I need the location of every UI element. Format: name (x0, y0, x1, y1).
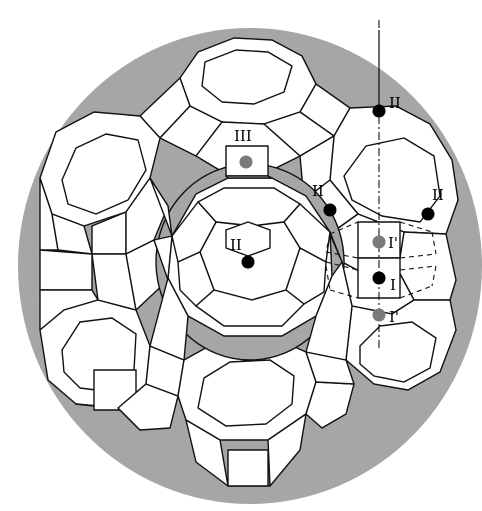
label-site-I-prime-lower: I' (389, 308, 399, 326)
label-site-I-prime-upper: I' (388, 234, 398, 252)
label-site-II-left: II (312, 182, 324, 200)
label-site-II-supercage: II (230, 236, 242, 254)
site-III-dot (240, 156, 253, 169)
site-I-prime-upper-dot (373, 236, 386, 249)
site-II-supercage-dot (242, 256, 255, 269)
site-I-prime-lower-dot (373, 309, 386, 322)
label-site-II-top: II (389, 94, 401, 112)
label-site-II-right: II (432, 186, 444, 204)
label-site-III: III (234, 127, 252, 145)
site-II-right-dot (422, 208, 435, 221)
site-II-top-dot (373, 105, 386, 118)
site-I-dot (373, 272, 386, 285)
site-II-left-dot (324, 204, 337, 217)
sodalite-cage-top-left (40, 112, 168, 254)
label-site-I: I (390, 276, 396, 294)
